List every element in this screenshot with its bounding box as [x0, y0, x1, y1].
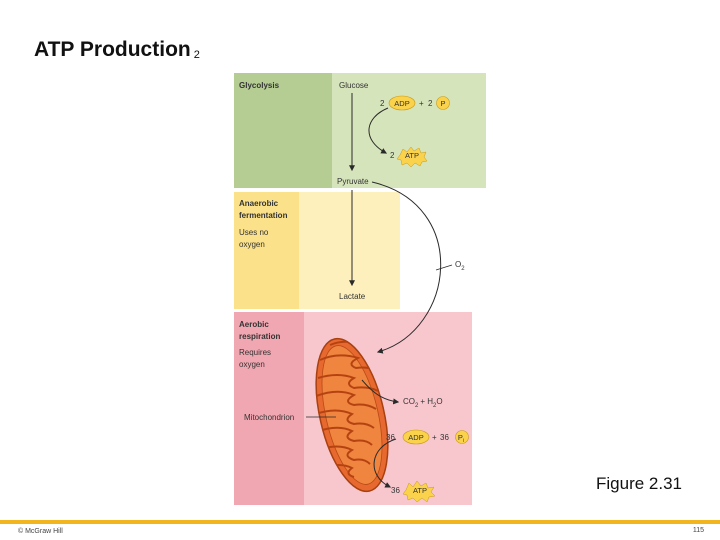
- aerobic-atp-label: ATP: [413, 486, 427, 495]
- glycolysis-p-badge: [436, 96, 450, 110]
- mitochondrion-label: Mitochondrion: [244, 413, 294, 422]
- aerobic-note-line1: Requires: [239, 348, 271, 357]
- glycolysis-adp-label: ADP: [394, 99, 409, 108]
- anaerobic-heading-line2: fermentation: [239, 211, 288, 220]
- glucose-label: Glucose: [339, 81, 369, 90]
- glycolysis-p-count: 2: [428, 99, 433, 108]
- aerobic-adp-badge: [402, 429, 430, 445]
- aerobic-adp-count: 36: [386, 433, 395, 442]
- aerobic-note-line2: oxygen: [239, 360, 265, 369]
- anaerobic-label-panel: [234, 192, 299, 309]
- page-number: 115: [692, 527, 704, 534]
- aerobic-atp-count: 36: [391, 486, 400, 495]
- aerobic-heading-line1: Aerobic: [239, 320, 269, 329]
- oxygen-label: O2: [455, 260, 465, 272]
- aerobic-adp-label: ADP: [408, 433, 423, 442]
- glycolysis-label-panel: [234, 73, 332, 188]
- glycolysis-atp-burst: [396, 146, 428, 168]
- oxygen-input-line: [435, 264, 453, 271]
- aerobic-p-badge: [455, 430, 469, 444]
- anaerobic-note-line2: oxygen: [239, 240, 265, 249]
- adp-to-atp-arrow: [368, 107, 389, 154]
- glycolysis-atp-count: 2: [390, 151, 395, 160]
- glycolysis-plus: +: [419, 99, 424, 108]
- anaerobic-note-line1: Uses no: [239, 228, 269, 237]
- aerobic-p-label: Pi: [458, 433, 464, 444]
- glycolysis-adp-count: 2: [380, 99, 385, 108]
- mitochondrion-illustration: [315, 337, 389, 493]
- footer-divider: [0, 520, 720, 524]
- aerobic-heading-line2: respiration: [239, 332, 280, 341]
- aerobic-plus: +: [432, 433, 437, 442]
- glycolysis-atp-label: ATP: [405, 151, 419, 160]
- copyright-notice: © McGraw Hill: [18, 528, 63, 535]
- aerobic-p-count: 36: [440, 433, 449, 442]
- slide-title-suffix: 2: [193, 49, 200, 61]
- anaerobic-heading-line1: Anaerobic: [239, 199, 279, 208]
- aerobic-label-panel: [234, 312, 304, 505]
- figure-caption: Figure 2.31: [596, 474, 682, 493]
- glycolysis-panel: [332, 73, 486, 188]
- glycolysis-p-label: P: [440, 99, 445, 108]
- anaerobic-panel: [299, 192, 400, 309]
- pyruvate-to-mitochondrion-arrow: [371, 181, 442, 354]
- co2-h2o-label: CO2+ H2O: [403, 397, 443, 409]
- aerobic-atp-burst: [402, 480, 436, 503]
- lactate-label: Lactate: [339, 292, 366, 301]
- glycolysis-adp-badge: [388, 95, 416, 111]
- mitochondrion-to-co2-arrow: [361, 379, 400, 405]
- glycolysis-heading: Glycolysis: [239, 81, 280, 90]
- adp-to-atp-aerobic-arrow: [373, 438, 397, 488]
- pyruvate-label: Pyruvate: [337, 177, 369, 186]
- slide-title-text: ATP Production: [34, 38, 191, 61]
